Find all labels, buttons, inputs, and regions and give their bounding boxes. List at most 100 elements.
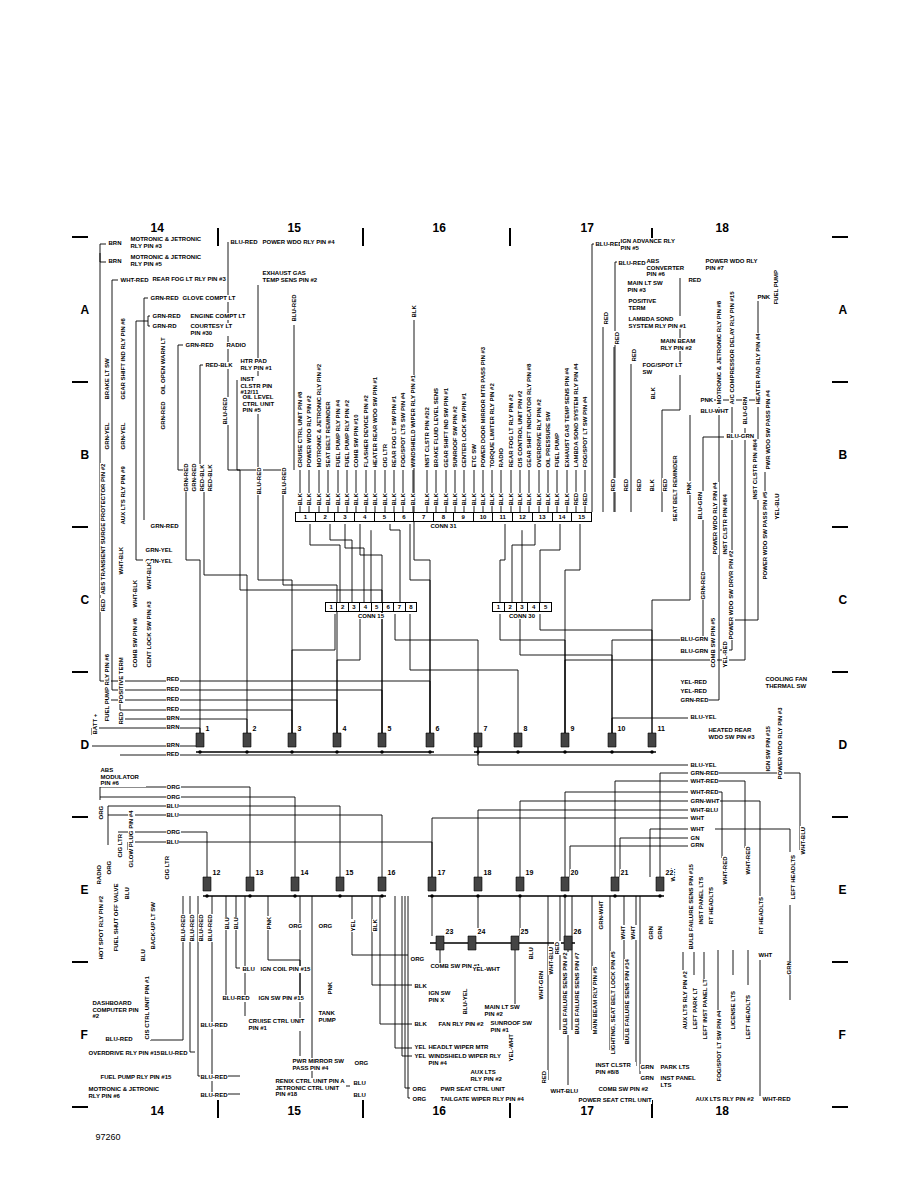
pin-number: 1 — [493, 603, 505, 611]
wire-label: WHT — [690, 826, 705, 833]
wire-label: BLK — [498, 493, 505, 506]
splice-number: 15 — [345, 869, 354, 877]
pin-number: 3 — [335, 513, 355, 521]
wire-label: WHT-RED — [120, 277, 149, 284]
wire-label: POWER SEAT CTRL UNIT — [578, 1097, 652, 1104]
wire-label: BLK — [433, 493, 440, 506]
grid-reference: 16 — [432, 222, 446, 235]
wire-label: GRN-YEL — [104, 422, 111, 450]
wire-label: COMB SW PIN #6 — [132, 617, 139, 668]
wire-label: GRN — [690, 842, 704, 849]
wire-label: MAIN BEAM RLY PIN #2 — [660, 338, 706, 351]
wire-label: BLK — [306, 493, 313, 506]
wire — [432, 718, 800, 930]
wire-label: BLK — [382, 493, 389, 506]
wire-label: BLU-RED — [198, 914, 205, 942]
wire-label: IGN ADVANCE RLY PIN #5 — [620, 238, 681, 251]
wire-label: BLK — [424, 493, 431, 506]
circuit-destination: OVERDRIVE RLY PIN #2 — [536, 399, 543, 468]
wire-label: YEL-BLU — [774, 493, 781, 520]
wire-label: LAMBDA SOND SYSTEM RLY PIN #1 — [628, 316, 689, 329]
wire-label: BLK — [344, 493, 351, 506]
pin-number: 2 — [316, 513, 336, 521]
wire-label: RED — [541, 1070, 548, 1084]
wire-label: CIG LTR — [117, 833, 124, 858]
wire-label: TAILGATE WIPER RLY PIN #4 — [440, 1096, 524, 1103]
wire-label: WHT — [758, 952, 773, 959]
wire-label: RED-BLK — [207, 464, 214, 492]
wire-label: RENIX CTRL UNIT PIN A JETRONIC CTRL UNIT… — [275, 1078, 346, 1098]
wire — [92, 600, 478, 877]
wire-label: BLU-RED — [256, 467, 263, 495]
wire-label: GLOVE COMPT LT — [182, 295, 236, 302]
wire-label: ABS MODULATOR PIN #6 — [100, 767, 146, 787]
wire-label: WHT-RED — [690, 789, 719, 796]
wire-label: YEL-RED — [680, 688, 707, 695]
grid-ticks — [72, 228, 848, 1118]
splice-number: 5 — [387, 725, 392, 733]
wire-label: BLU — [124, 887, 131, 900]
wire-label: GRN-RED — [191, 463, 198, 492]
wire-label: PWR SEAT CTRL UNIT — [440, 1086, 505, 1093]
wire-label: POWER WDO RLY PIN #4 — [712, 482, 719, 555]
wire-label: WHT-BLU — [550, 1088, 579, 1095]
wire-label: RED — [554, 941, 561, 955]
wire-label: ABS TRANSIENT SURGE PROTECTOR PIN #2 — [100, 463, 107, 595]
wire-label: WHT-BLU — [548, 946, 555, 975]
wire-label: GRN-RED — [690, 770, 719, 777]
connector-title-row: CONN 30 — [492, 613, 552, 620]
connector-title-row: CONN 15 — [325, 613, 417, 620]
wire-label: POWER WDO RLY PIN #4 — [262, 239, 335, 246]
wire-label: RADIO — [96, 865, 103, 885]
wire-label: ORG — [106, 860, 113, 875]
wire-label: BLU — [242, 966, 255, 973]
wire-label: BLU-GRN — [697, 491, 704, 520]
wire-label: BLU-RED — [222, 995, 250, 1002]
wire — [100, 242, 430, 733]
wire-label: BLU — [224, 917, 231, 930]
wire-label: RED — [631, 348, 638, 362]
circuit-destination: GEAR SHIFT IND SW PIN #1 — [443, 387, 450, 468]
wire-label: COURTESY LT PIN #30 — [190, 323, 233, 336]
connector-block: 12345678CONN 15 — [325, 602, 417, 620]
wire-label: BLK — [480, 493, 487, 506]
wire-label: BLU-YEL — [690, 714, 717, 721]
wire-label: GRN-RED — [150, 295, 179, 302]
circuit-destination: FOG/SPOT LT SW PIN #4 — [582, 396, 589, 468]
circuit-destination: REAR FOG LT RLY PIN #2 — [508, 394, 515, 468]
wire-label: BLK — [335, 493, 342, 506]
grid-reference: B — [838, 449, 848, 462]
wire-label: GRN — [786, 961, 793, 975]
wire-label: ORG — [412, 1086, 427, 1093]
pin-number: 2 — [337, 603, 348, 611]
splice-number: 10 — [617, 725, 626, 733]
wire-label: RED-BLK — [205, 362, 233, 369]
grid-reference: C — [838, 594, 848, 607]
wire-label: PNK — [757, 294, 771, 301]
wire-label: POWER WDO RLY PIN #3 — [777, 707, 784, 780]
circuit-destination: LAMBDA SOND SYSTEM RLY PIN #4 — [573, 363, 580, 468]
wire-label: IGN SW PIN #15 — [765, 726, 772, 772]
grid-reference: E — [838, 884, 847, 897]
wire-label: WHT-BLU — [800, 826, 807, 855]
wire-label: SUNROOF SW PIN #1 — [490, 1020, 536, 1033]
circuit-destination: OIL PRESSURE SW — [545, 411, 552, 468]
wire-label: BLU-RED — [180, 914, 187, 942]
pin-number: 3 — [349, 603, 360, 611]
wire-label: COMB SW PIN #5 — [710, 617, 717, 668]
wire-label: WHT-RED — [722, 856, 729, 885]
wire-label: BLU — [140, 949, 147, 962]
wire-label: GRN — [640, 1064, 654, 1071]
connector-name: CONN 30 — [508, 613, 536, 619]
pin-number: 1 — [326, 603, 337, 611]
wire-label: ENGINE COMPT LT — [190, 313, 246, 320]
wire-label: LICENSE LTS — [730, 990, 737, 1030]
wire-label: BLK — [452, 493, 459, 506]
wire-label: RED — [166, 696, 180, 703]
splice-number: 16 — [387, 869, 396, 877]
wire-label: YEL-WHT — [508, 1034, 515, 1062]
wire-label: MOTRONIC & JETRONIC RLY PIN #8 — [716, 300, 723, 405]
splice-number: 14 — [300, 869, 309, 877]
splice-number: 24 — [477, 928, 486, 936]
wire-label: MAIN LT SW PIN #3 — [627, 280, 673, 293]
